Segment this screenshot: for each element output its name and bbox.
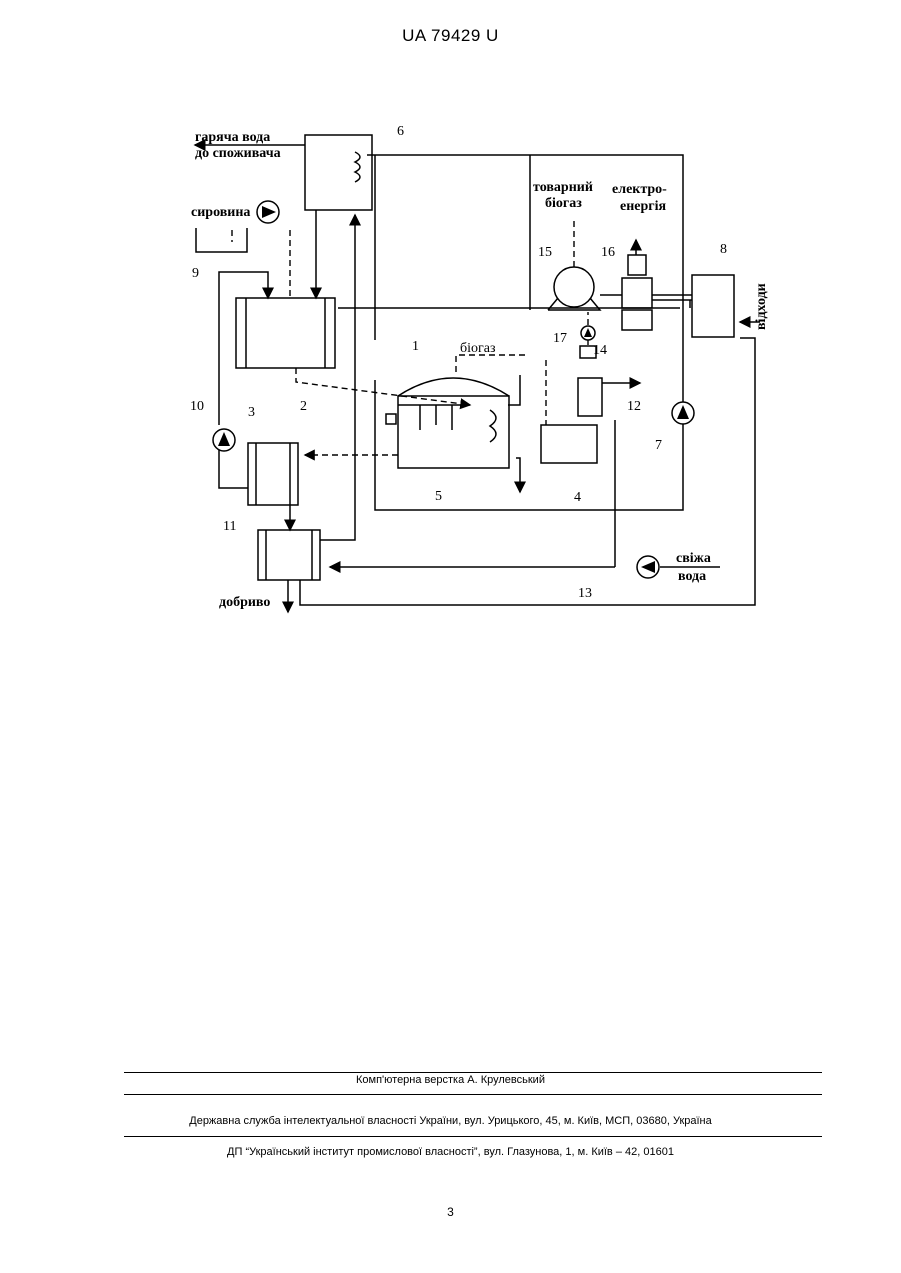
number-4: 4 <box>574 490 581 505</box>
tank-4 <box>541 425 597 463</box>
number-10: 10 <box>190 399 204 414</box>
label-water: вода <box>678 569 706 584</box>
number-14: 14 <box>593 343 607 358</box>
tank-2 <box>236 298 335 368</box>
footer-layout: Комп'ютерна верстка А. Крулевський <box>0 1074 901 1086</box>
number-11: 11 <box>223 519 236 534</box>
label-biogas: біогаз <box>460 341 496 356</box>
number-7: 7 <box>655 438 662 453</box>
label-energy: енергія <box>620 199 667 214</box>
number-1: 1 <box>412 339 419 354</box>
footer-rule <box>124 1136 822 1137</box>
page-number: 3 <box>0 1205 901 1219</box>
digester-1 <box>398 396 509 468</box>
label-electro: електро- <box>612 182 667 197</box>
number-9: 9 <box>192 266 199 281</box>
compressor-15 <box>554 267 594 307</box>
label-waste: відходи <box>754 283 769 330</box>
footer-institute: ДП “Український інститут промислової вла… <box>0 1146 901 1158</box>
number-12: 12 <box>627 399 641 414</box>
label-fresh: свіжа <box>676 551 711 566</box>
label-to-consumer: до споживача <box>195 146 281 161</box>
number-13: 13 <box>578 586 592 601</box>
label-raw-material: сировина <box>191 205 250 220</box>
number-15: 15 <box>538 245 552 260</box>
unit-8 <box>692 275 734 337</box>
process-diagram: гаряча вода до споживача сировина товарн… <box>0 0 901 660</box>
number-6: 6 <box>397 124 404 139</box>
number-8: 8 <box>720 242 727 257</box>
number-2: 2 <box>300 399 307 414</box>
exchanger-12 <box>578 378 602 416</box>
label-biogas-word: біогаз <box>545 196 582 211</box>
label-hot-water: гаряча вода <box>195 130 270 145</box>
label-fertilizer: добриво <box>219 595 270 610</box>
tank-11 <box>258 530 320 580</box>
heat-exchanger-6 <box>305 135 372 210</box>
generator-16 <box>622 278 652 308</box>
footer-service: Державна служба інтелектуальної власност… <box>0 1115 901 1127</box>
number-16: 16 <box>601 245 615 260</box>
footer-rule <box>124 1072 822 1073</box>
number-17: 17 <box>553 331 567 346</box>
footer-rule <box>124 1094 822 1095</box>
label-commercial: товарний <box>533 180 593 195</box>
number-3: 3 <box>248 405 255 420</box>
number-5: 5 <box>435 489 442 504</box>
